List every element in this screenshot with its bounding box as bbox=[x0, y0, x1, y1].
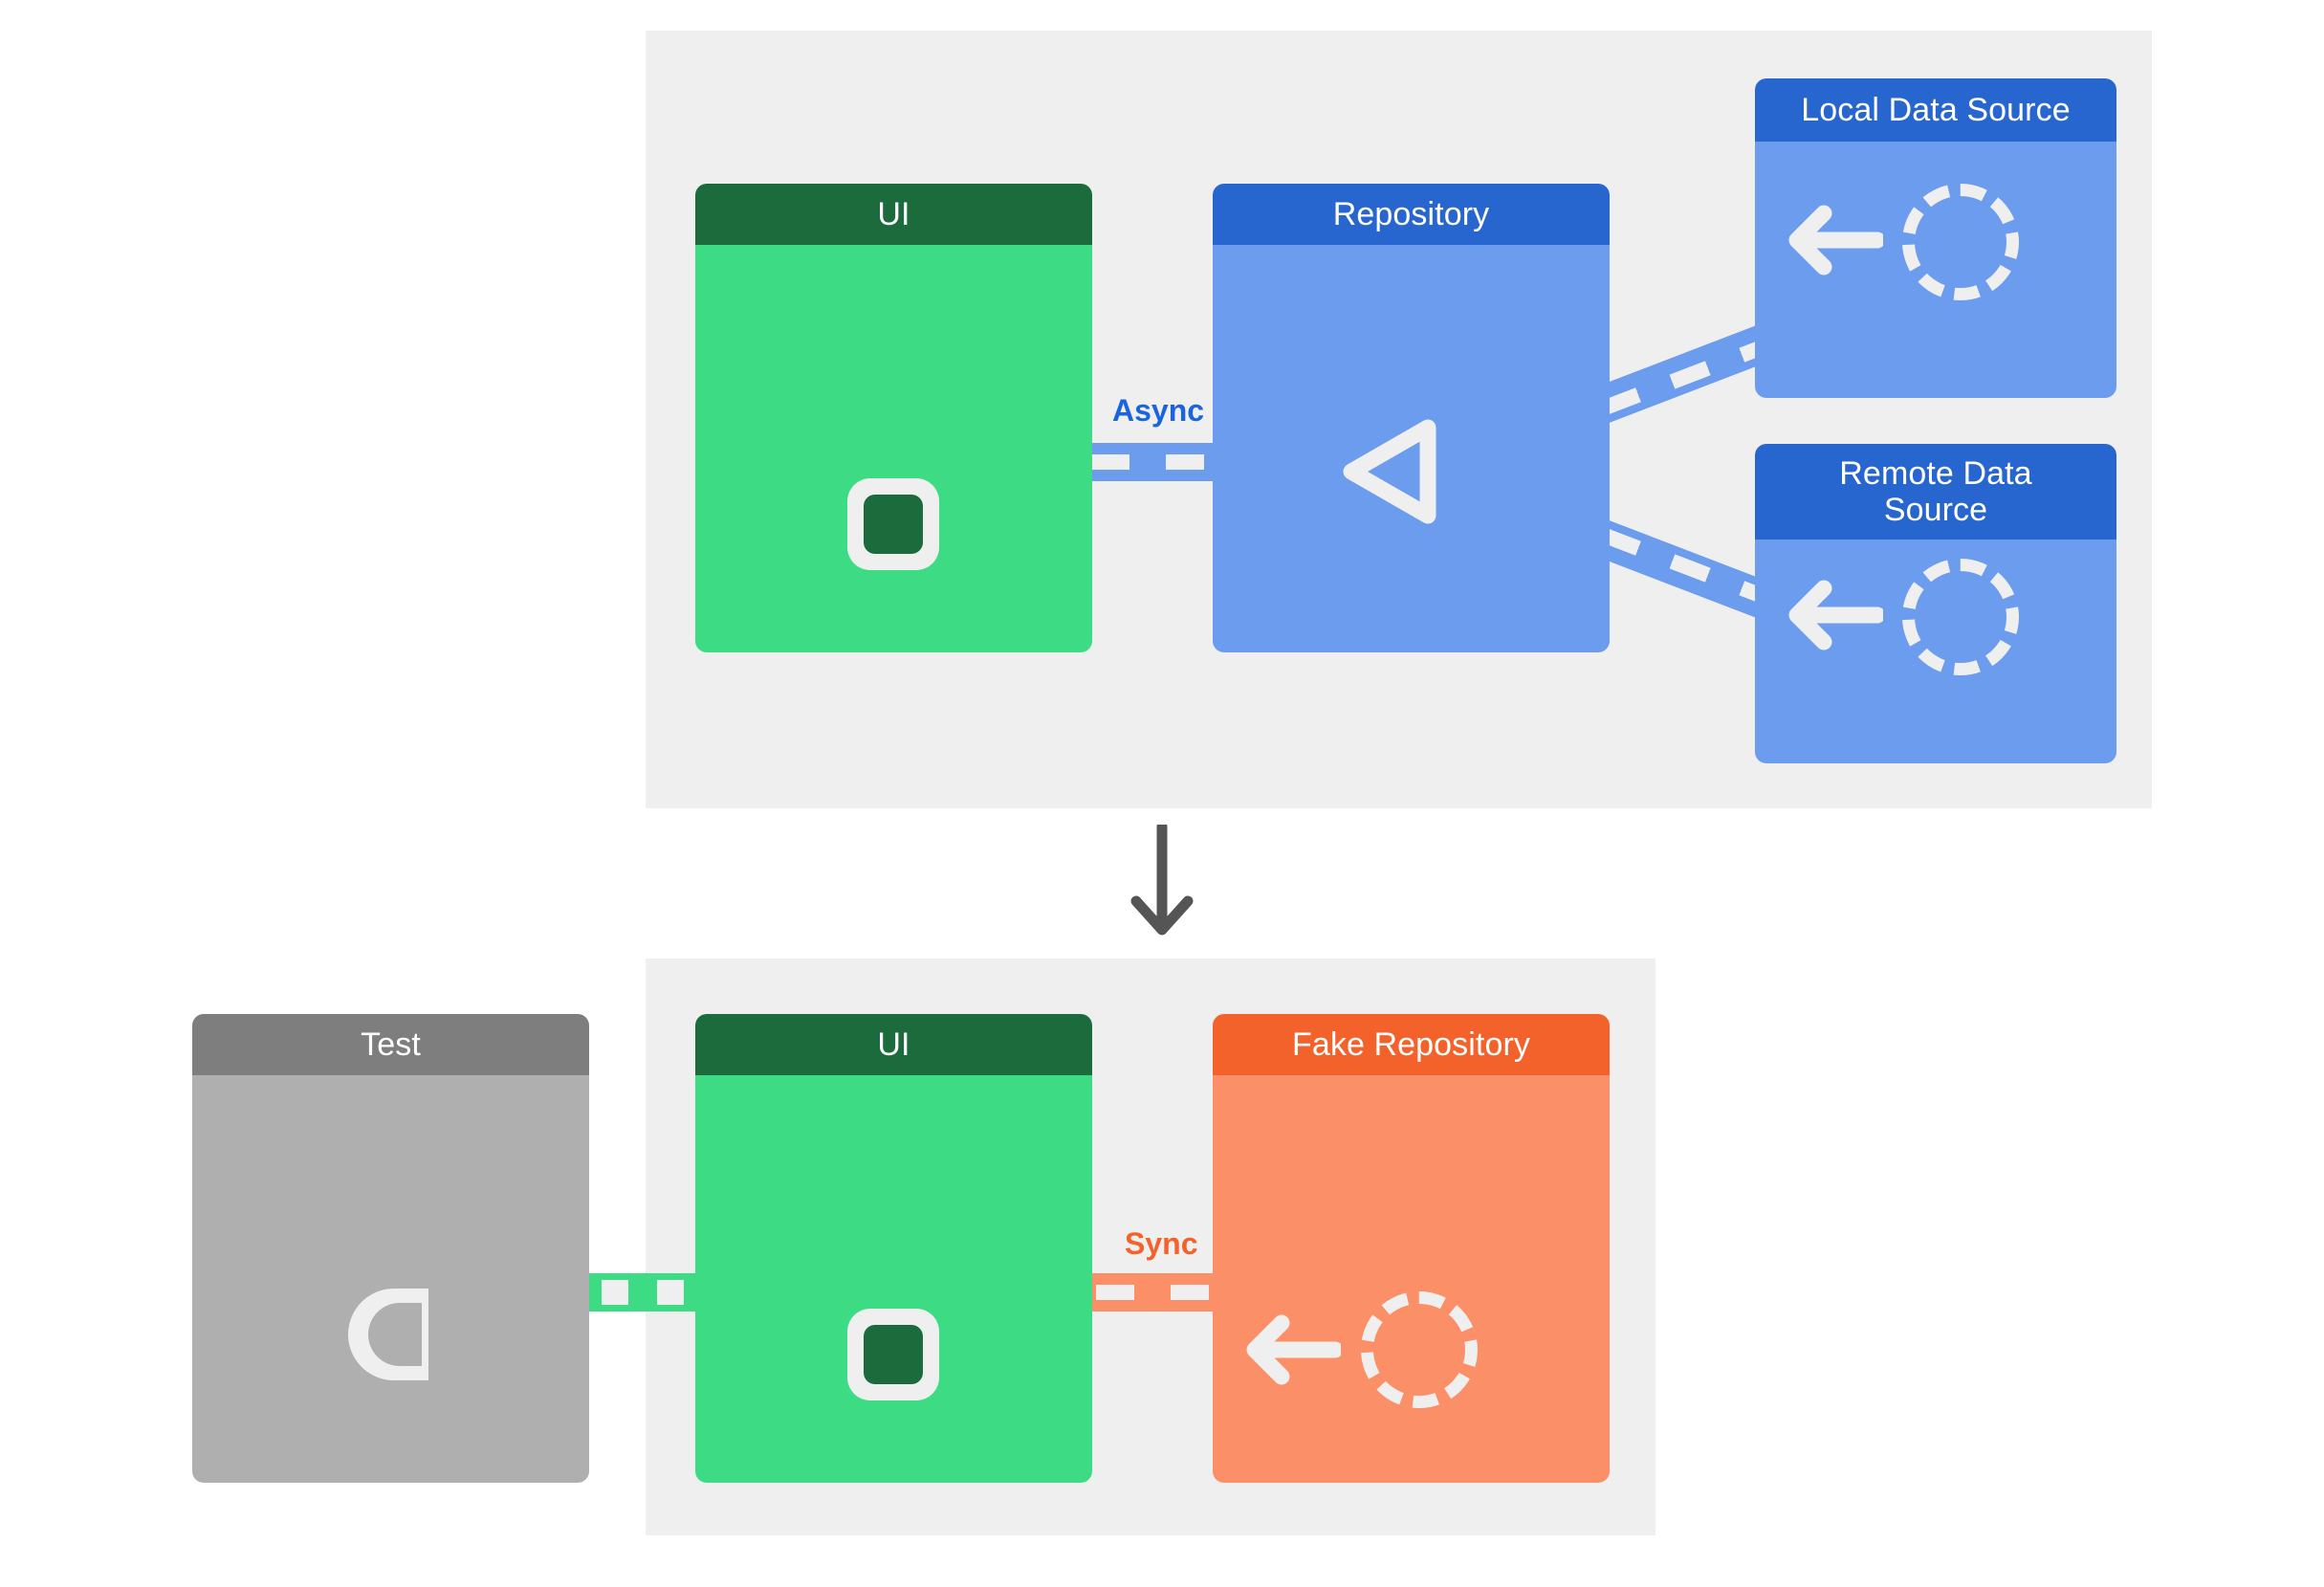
card-repository-title: Repository bbox=[1213, 184, 1610, 245]
card-ui-test[interactable]: UI bbox=[695, 1014, 1092, 1483]
dashed-circle-icon bbox=[1902, 559, 2019, 675]
edge-label-async: Async bbox=[1112, 393, 1205, 428]
card-local-data-source-body bbox=[1755, 142, 2116, 398]
card-fake-repository-body bbox=[1213, 1075, 1610, 1483]
card-local-data-source[interactable]: Local Data Source bbox=[1755, 78, 2116, 398]
dashed-circle-icon bbox=[1361, 1291, 1478, 1408]
card-ui-production-body bbox=[695, 245, 1092, 652]
triangle-left-icon bbox=[1336, 414, 1441, 529]
card-test-body bbox=[192, 1075, 589, 1483]
downward-flow-arrow bbox=[1130, 825, 1194, 937]
arrow-left-icon bbox=[1778, 576, 1883, 654]
card-fake-repository[interactable]: Fake Repository bbox=[1213, 1014, 1610, 1483]
card-test-title: Test bbox=[192, 1014, 589, 1075]
dashed-circle-icon bbox=[1902, 184, 2019, 300]
card-remote-data-source-body bbox=[1755, 540, 2116, 763]
edge-label-sync: Sync bbox=[1125, 1226, 1198, 1261]
card-local-data-source-title: Local Data Source bbox=[1755, 78, 2116, 142]
socket-icon bbox=[348, 1289, 428, 1380]
plug-icon bbox=[847, 1309, 939, 1400]
card-repository[interactable]: Repository bbox=[1213, 184, 1610, 652]
card-ui-production-title: UI bbox=[695, 184, 1092, 245]
arrow-left-icon bbox=[1778, 201, 1883, 279]
card-repository-body bbox=[1213, 245, 1610, 652]
card-ui-production[interactable]: UI bbox=[695, 184, 1092, 652]
plug-icon bbox=[847, 478, 939, 570]
arrow-left-icon bbox=[1236, 1311, 1341, 1389]
card-ui-test-title: UI bbox=[695, 1014, 1092, 1075]
card-fake-repository-title: Fake Repository bbox=[1213, 1014, 1610, 1075]
card-test[interactable]: Test bbox=[192, 1014, 589, 1483]
card-ui-test-body bbox=[695, 1075, 1092, 1483]
